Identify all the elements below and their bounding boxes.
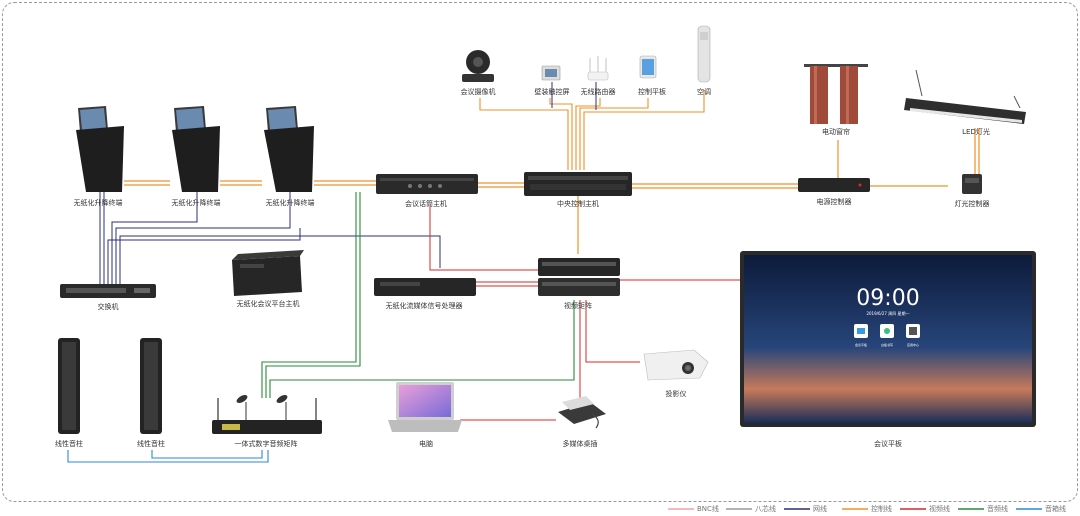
label-terminal-2: 无纸化升降终端 (172, 198, 221, 207)
label-computer: 电脑 (419, 439, 433, 448)
line-array-speaker-2: 线性音柱 (137, 338, 165, 448)
wireless-router: 无线路由器 (581, 56, 616, 96)
wall-touch-screen: 壁装触控屏 (535, 65, 570, 96)
label-speaker-1: 线性音柱 (55, 439, 83, 448)
control-tablet: 控制平板 (638, 55, 666, 96)
legend-label-6: 音箱线 (1045, 504, 1066, 513)
multimedia-desk-box: 多媒体桌插 (558, 396, 606, 448)
label-speaker-2: 线性音柱 (137, 439, 165, 448)
label-led-light: LED灯光 (962, 127, 990, 136)
cables (67, 82, 980, 463)
label-tablet: 控制平板 (638, 87, 666, 96)
label-router: 无线路由器 (581, 87, 616, 96)
label-media-processor: 无纸化流媒体信号处理器 (386, 301, 463, 310)
projector: 投影仪 (643, 349, 709, 398)
label-audio-matrix: 一体式数字音频矩阵 (235, 439, 298, 448)
cable-network-terminals (99, 192, 291, 284)
video-matrix: 视频矩阵 (538, 258, 620, 310)
cable-legend: BNC线 八芯线 网线 控制线 视频线 音频线 音箱线 (668, 504, 1066, 513)
cable-video-processor-matrix (476, 281, 538, 287)
panel-date: 2019/6/27 周四 星期一 (866, 310, 909, 316)
conference-panel: 09:00 2019/6/27 周四 星期一 会议平板 白板书写 应用中心 会议… (740, 251, 1036, 448)
cable-network-switch-host (107, 228, 441, 284)
light-controller: 灯光控制器 (955, 174, 990, 208)
paperless-terminal-1: 无纸化升降终端 (74, 106, 124, 207)
label-power-controller: 电源控制器 (817, 197, 852, 206)
conference-host: 会议话筒主机 (376, 174, 478, 208)
cable-video-matrix-projector (585, 300, 640, 363)
cable-control-top (479, 90, 705, 170)
central-control-host: 中央控制主机 (524, 172, 632, 208)
panel-app-2-label: 白板书写 (881, 342, 893, 347)
cable-control-host-central (478, 182, 524, 188)
label-projector: 投影仪 (666, 389, 687, 398)
legend-label-1: 八芯线 (755, 504, 776, 513)
panel-app-1-label: 会议平板 (855, 342, 867, 347)
cable-video-host-matrix (429, 206, 538, 271)
label-central-control: 中央控制主机 (557, 199, 599, 208)
label-wall-touch: 壁装触控屏 (535, 87, 570, 96)
cable-control-led (974, 128, 980, 176)
legend-label-5: 音频线 (987, 504, 1008, 513)
air-conditioner: 空调 (697, 25, 711, 96)
media-signal-processor: 无纸化流媒体信号处理器 (374, 278, 476, 310)
label-conference-host: 会议话筒主机 (405, 199, 447, 208)
cable-network-top (551, 82, 597, 110)
paperless-terminal-2: 无纸化升降终端 (172, 106, 221, 207)
power-controller: 电源控制器 (798, 178, 870, 206)
legend-label-2: 网线 (813, 504, 827, 513)
cable-audio-host (261, 192, 361, 398)
label-camera: 会议摄像机 (461, 87, 496, 96)
conference-camera: 会议摄像机 (461, 50, 496, 96)
label-platform-host: 无纸化会议平台主机 (237, 299, 300, 308)
network-switch: 交换机 (60, 284, 156, 311)
cable-audio-matrix (269, 300, 575, 398)
label-ac: 空调 (697, 87, 711, 96)
panel-app-3-label: 应用中心 (907, 342, 919, 347)
cable-speaker (67, 450, 269, 463)
label-video-matrix: 视频矩阵 (564, 301, 592, 310)
legend-label-3: 控制线 (871, 504, 892, 513)
legend-label-0: BNC线 (697, 504, 719, 513)
label-panel: 会议平板 (874, 439, 902, 448)
paperless-terminal-3: 无纸化升降终端 (264, 106, 315, 207)
laptop-computer: 电脑 (388, 382, 462, 448)
line-array-speaker-1: 线性音柱 (55, 338, 83, 448)
panel-clock: 09:00 (856, 286, 919, 311)
label-light-controller: 灯光控制器 (955, 199, 990, 208)
label-terminal-1: 无纸化升降终端 (74, 198, 123, 207)
led-light: LED灯光 (904, 69, 1026, 136)
cable-control-terminals (124, 180, 376, 186)
diagram-frame (2, 2, 1078, 502)
label-curtain: 电动窗帘 (822, 127, 850, 136)
label-terminal-3: 无纸化升降终端 (266, 198, 315, 207)
paperless-platform-host: 无纸化会议平台主机 (232, 250, 304, 308)
cable-control-central-power (632, 183, 798, 189)
label-media-box: 多媒体桌插 (563, 439, 598, 448)
legend-label-4: 视频线 (929, 504, 950, 513)
electric-curtain: 电动窗帘 (804, 64, 868, 136)
digital-audio-matrix: 一体式数字音频矩阵 (212, 395, 322, 448)
label-switch: 交换机 (98, 302, 119, 311)
